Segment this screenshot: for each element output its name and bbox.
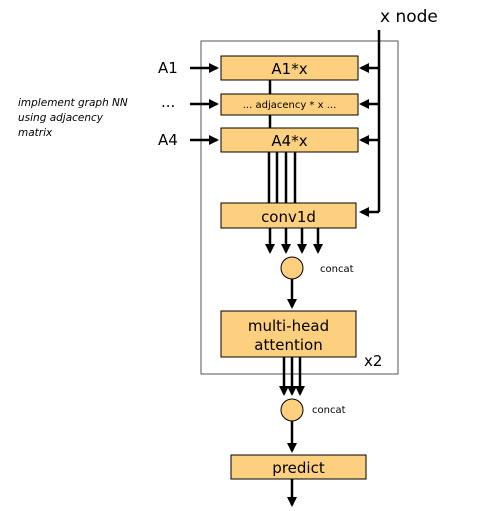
adjacency-box <box>220 93 359 116</box>
repeat-count-label: x2 <box>364 352 382 370</box>
graph-nn-note: implement graph NN using adjacency matri… <box>18 97 131 139</box>
x-node-label: x node <box>380 7 438 27</box>
mha-label-line2: attention <box>254 336 322 354</box>
concat-label-inner: concat <box>320 264 354 275</box>
note-line-3: matrix <box>18 127 53 139</box>
concat-node-outer <box>280 398 304 422</box>
a4x-box <box>220 127 359 153</box>
note-line-2: using adjacency <box>18 112 104 124</box>
predict-box <box>230 454 367 480</box>
a4x-label: A4*x <box>271 132 307 150</box>
input-a1-label: A1 <box>158 59 178 77</box>
multi-head-attention-box <box>220 310 357 358</box>
input-dots-label: ... <box>161 93 175 111</box>
predict-label: predict <box>272 459 325 477</box>
a1x-box <box>220 55 359 81</box>
a1x-label: A1*x <box>271 60 307 78</box>
mha-label-line1: multi-head <box>248 317 329 335</box>
concat-node-inner <box>280 256 304 280</box>
concat-label-outer: concat <box>312 405 346 416</box>
input-a4-label: A4 <box>158 131 178 149</box>
note-line-1: implement graph NN <box>18 97 128 109</box>
conv1d-label: conv1d <box>261 208 316 226</box>
adjacency-label: ... adjacency * x ... <box>243 100 337 111</box>
conv1d-box <box>220 202 357 229</box>
